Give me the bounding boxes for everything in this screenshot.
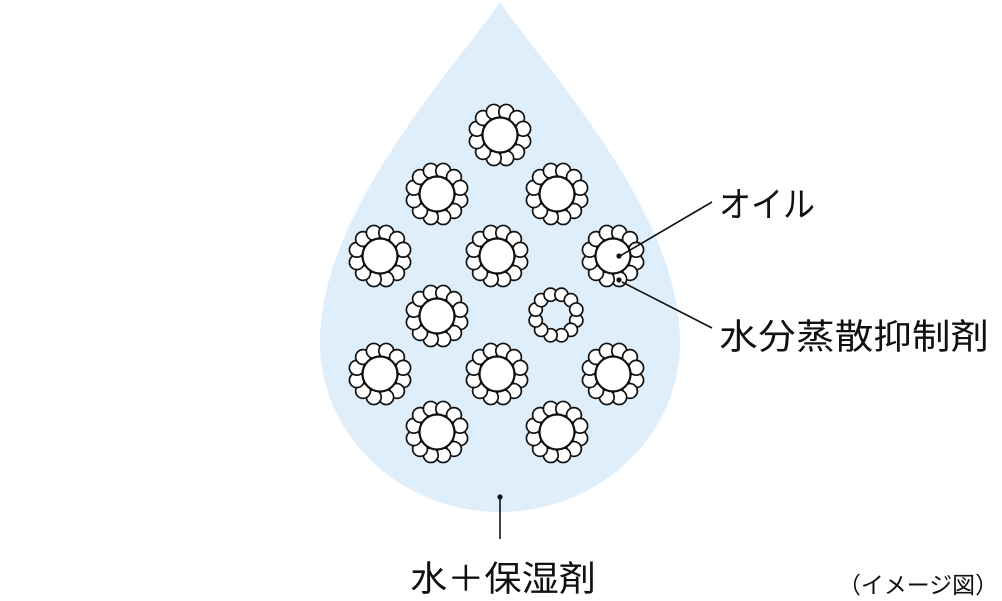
micelle (528, 287, 584, 343)
inhibitor-pointer-dot (616, 277, 622, 283)
image-caption: （イメージ図） (838, 572, 998, 598)
oil-core (538, 413, 576, 451)
micelle (405, 400, 469, 464)
oil-core (481, 116, 519, 154)
oil-label: オイル (719, 186, 815, 225)
oil-core (361, 355, 399, 393)
oil-leader-line (619, 201, 713, 257)
oil-core (361, 237, 399, 275)
micelle (405, 284, 469, 348)
oil-core (594, 237, 632, 275)
micelle (525, 400, 589, 464)
micelle (348, 342, 412, 406)
oil-core (538, 175, 576, 213)
evaporation-inhibitor-label: 水分蒸散抑制剤 (719, 318, 989, 357)
micelle (468, 103, 532, 167)
micelle-group (348, 103, 645, 464)
oil-core (418, 413, 456, 451)
oil-pointer-dot (616, 253, 622, 259)
oil-pointer (616, 201, 713, 259)
micelle (405, 162, 469, 226)
micelle (581, 342, 645, 406)
oil-core (418, 175, 456, 213)
inhibitor-leader-line (621, 281, 713, 329)
water-pointer (497, 494, 503, 539)
oil-core (478, 237, 516, 275)
inhibitor-pointer (616, 277, 713, 329)
micelle (465, 342, 529, 406)
water-humectant-label: 水＋保湿剤 (410, 560, 596, 599)
water-pointer-dot (497, 494, 503, 500)
oil-core (594, 355, 632, 393)
surfactant-molecule (568, 302, 584, 318)
micelle (465, 224, 529, 288)
micelle (348, 224, 412, 288)
oil-core (418, 297, 456, 335)
oil-core (478, 355, 516, 393)
micelle (525, 162, 589, 226)
micelle (581, 224, 645, 288)
